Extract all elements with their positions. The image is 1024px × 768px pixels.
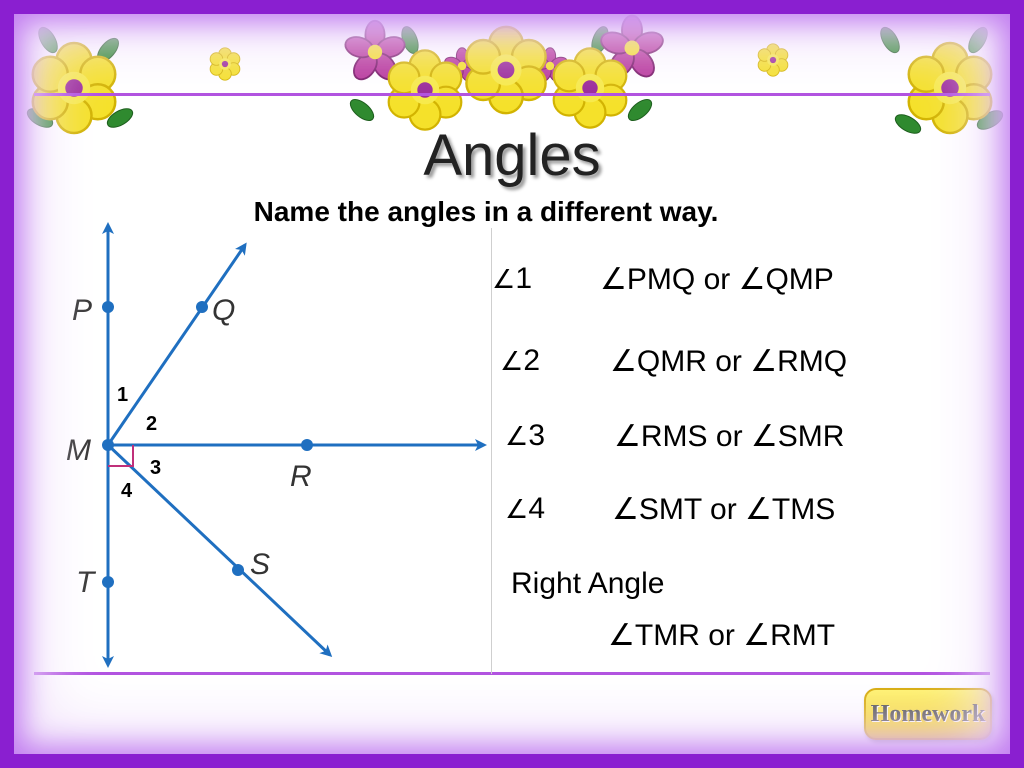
angle-number-2: 2: [146, 413, 157, 435]
angle-number-1: 1: [117, 384, 128, 406]
top-rule: [34, 93, 990, 96]
ray-ms: [106, 443, 333, 658]
bottom-rule: [34, 672, 990, 675]
label-p: P: [72, 294, 92, 327]
answer-row-4: ∠4: [505, 492, 545, 526]
angle-symbol: ∠: [505, 495, 529, 525]
label-m: M: [66, 434, 91, 467]
answer-row-2: ∠2: [500, 344, 540, 378]
page-title: Angles: [423, 123, 601, 188]
right-angle-names: ∠TMR or ∠RMT: [608, 619, 836, 652]
right-angle-label: Right Angle: [511, 567, 665, 600]
answer-row-1: ∠1: [492, 262, 532, 296]
angle-symbol: ∠: [505, 422, 529, 452]
angle-diagram: P Q M R T S 1 2 3 4: [66, 222, 487, 668]
answer-names-4: ∠SMT or ∠TMS: [612, 493, 836, 526]
column-divider: [491, 228, 492, 674]
angle-number: 2: [523, 344, 540, 377]
label-r: R: [290, 460, 312, 493]
answer-names-3: ∠RMS or ∠SMR: [614, 420, 845, 453]
point-t: [102, 576, 114, 588]
angle-number-4: 4: [121, 480, 133, 502]
point-m: [102, 439, 114, 451]
angle-symbol: ∠: [492, 265, 516, 295]
answer-names-2: ∠QMR or ∠RMQ: [610, 345, 848, 378]
label-s: S: [250, 548, 270, 581]
answer-row-3: ∠3: [505, 419, 545, 453]
point-q: [196, 301, 208, 313]
point-p: [102, 301, 114, 313]
point-r: [301, 439, 313, 451]
angle-number: 4: [528, 492, 545, 525]
angle-number: 1: [515, 262, 532, 295]
label-t: T: [76, 566, 97, 599]
instruction-text: Name the angles in a different way.: [253, 196, 719, 227]
homework-button-label: Homework: [870, 700, 986, 727]
ray-mq: [106, 242, 247, 446]
point-s: [232, 564, 244, 576]
angle-number-3: 3: [150, 457, 161, 479]
right-angle-marker: [108, 445, 134, 467]
angle-symbol: ∠: [500, 347, 524, 377]
angle-number: 3: [528, 419, 545, 452]
label-q: Q: [212, 294, 235, 327]
homework-button[interactable]: Homework: [864, 688, 992, 740]
answer-names-1: ∠PMQ or ∠QMP: [600, 263, 834, 296]
